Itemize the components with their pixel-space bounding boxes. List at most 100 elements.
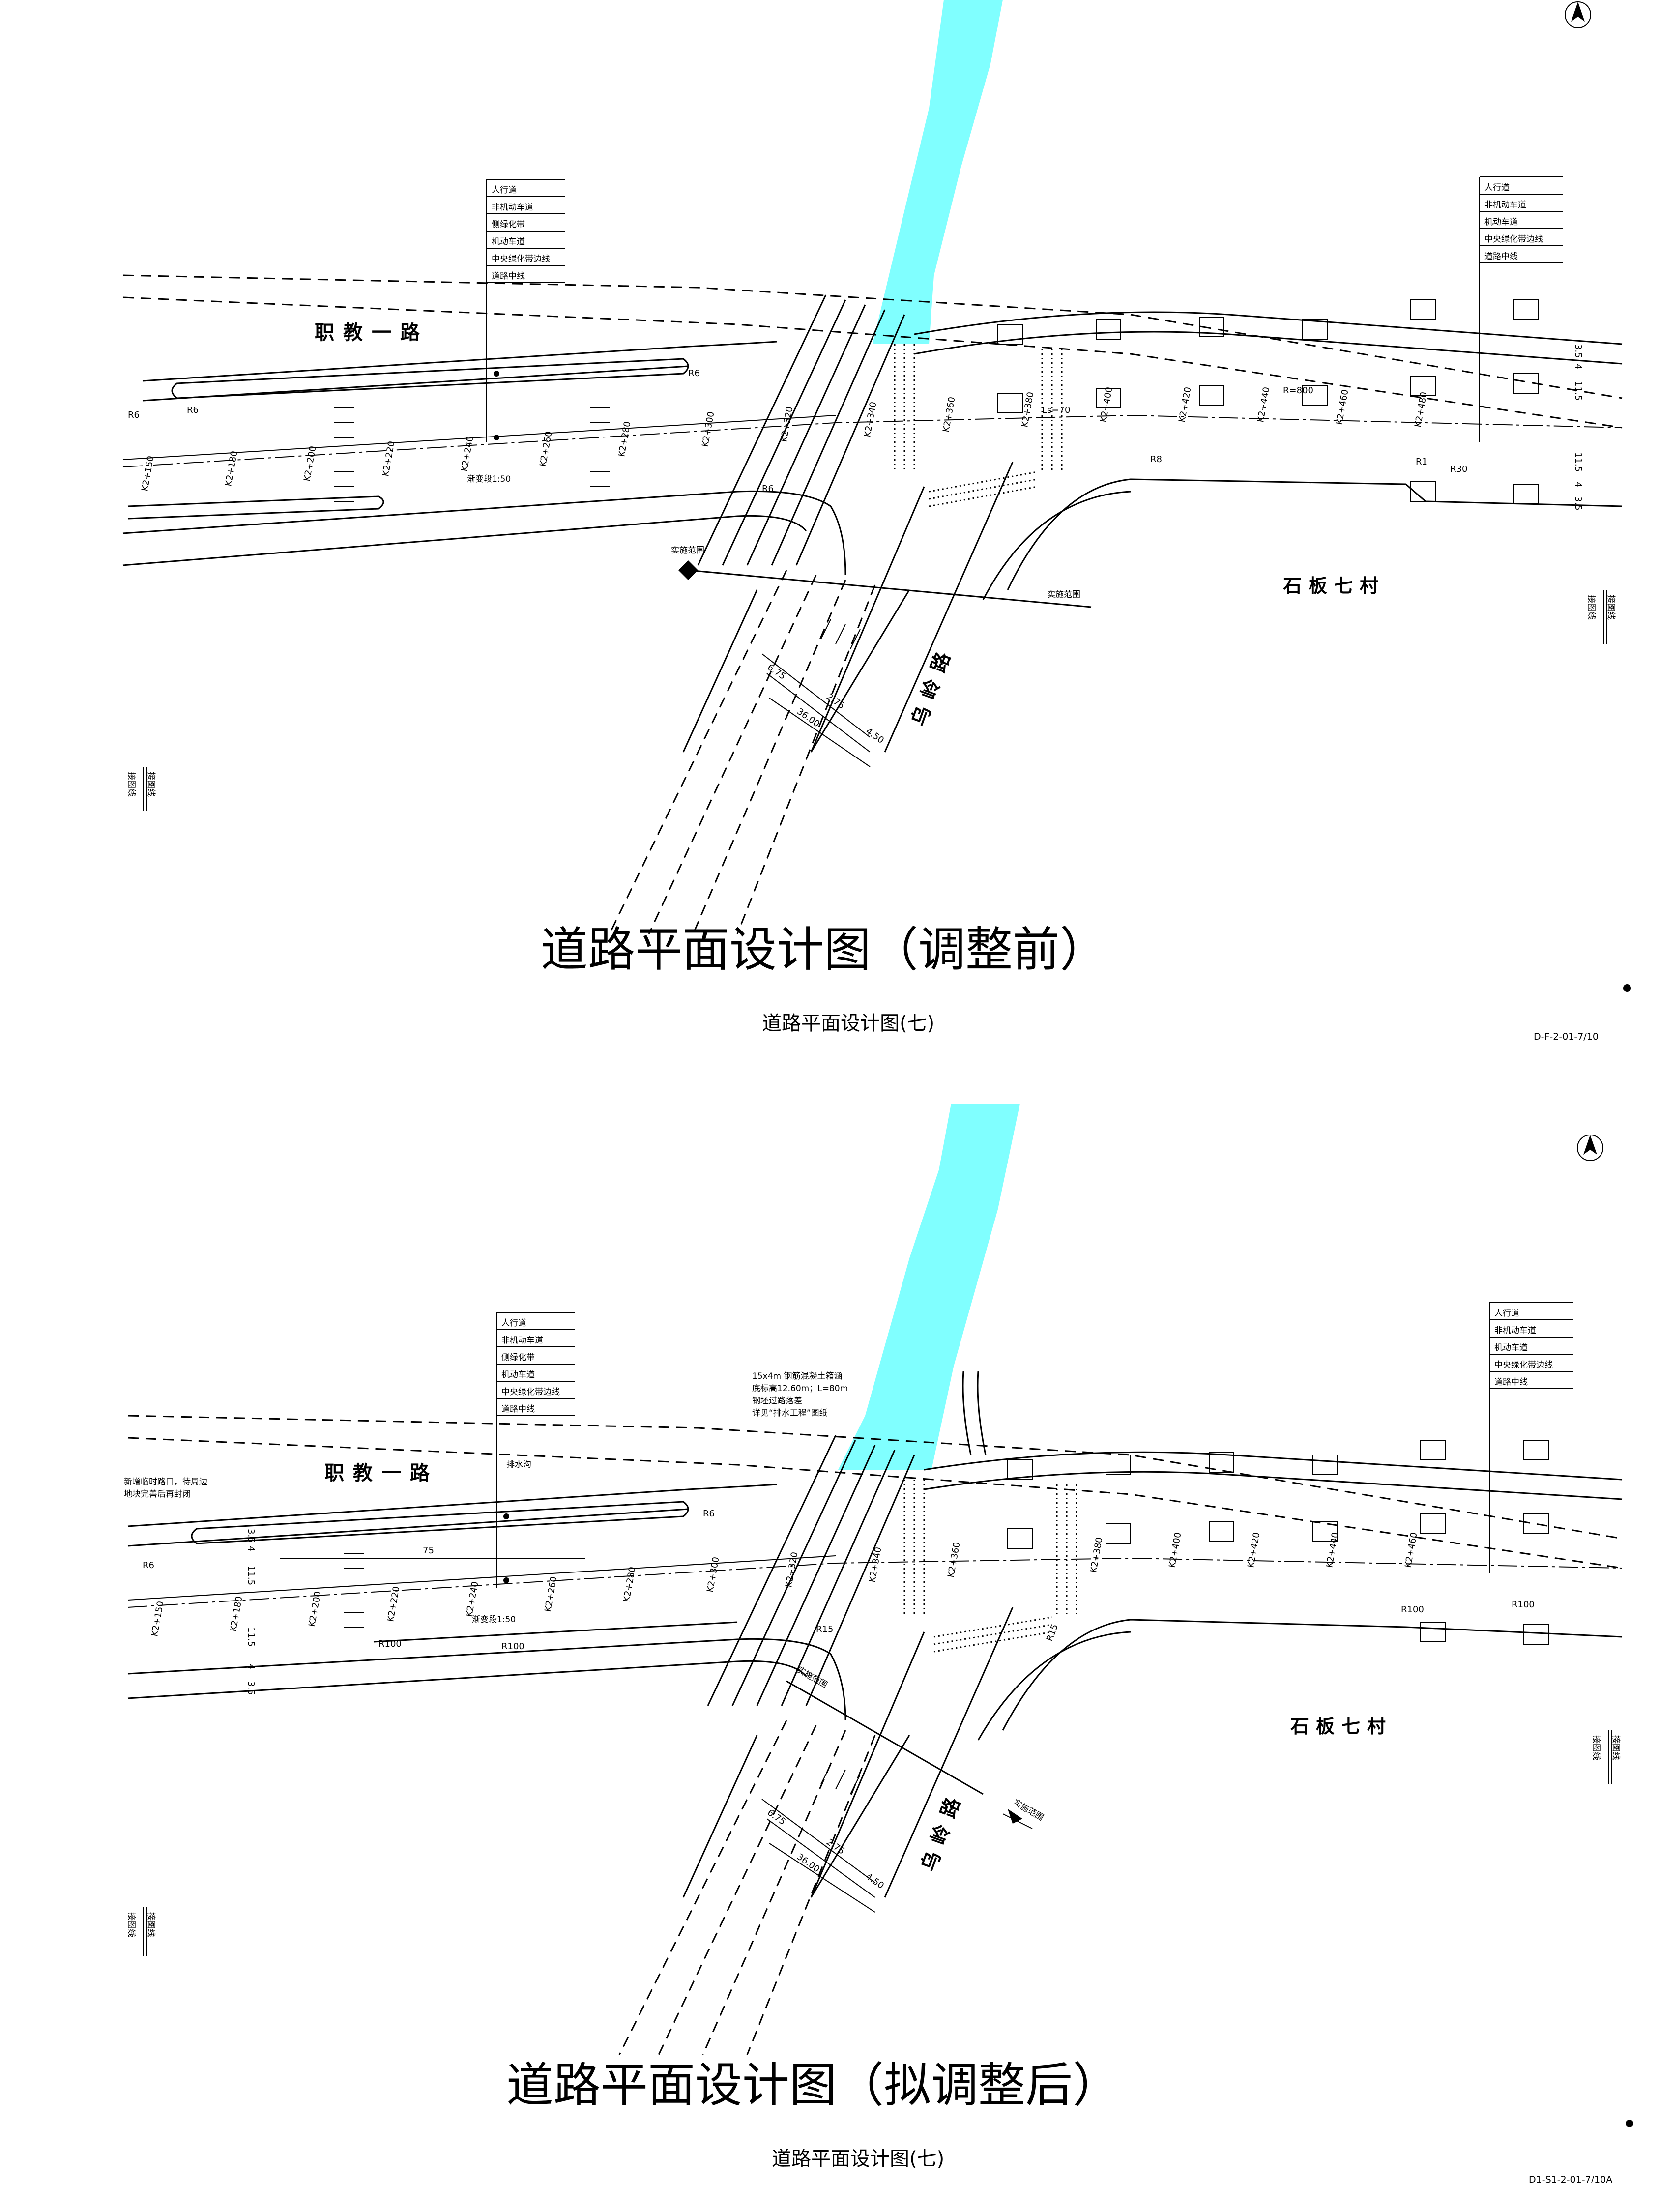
- bottom-ldim-4: 4: [246, 1664, 256, 1669]
- top-stations: K2+150 K2+180 K2+200 K2+220 K2+240 K2+26…: [140, 386, 1429, 492]
- bottom-legend-right: [1489, 1302, 1573, 1573]
- top-station-8: K2+320: [779, 406, 795, 443]
- top-station-7: K2+300: [700, 411, 716, 448]
- bottom-subtitle: 道路平面设计图(七): [772, 2148, 944, 2170]
- bottom-scope-label-1: 实施范围: [795, 1665, 829, 1690]
- bottom-culvert-note-1: 底标高12.60m；L=80m: [752, 1384, 848, 1394]
- bottom-drain-label: 排水沟: [506, 1460, 531, 1470]
- bottom-dim-3: 4.50: [864, 1871, 886, 1891]
- top-station-3: K2+220: [380, 440, 397, 477]
- bottom-match-left-b: 接图线: [146, 1912, 156, 1937]
- bottom-curve-6: R15: [816, 1624, 833, 1634]
- bottom-curve-1: R6: [703, 1509, 715, 1519]
- bottom-transition-note: 渐变段1:50: [472, 1615, 516, 1625]
- top-station-10: K2+360: [941, 396, 957, 433]
- bottom-match-line-left: [143, 1907, 147, 1956]
- top-curve-1: R6: [187, 405, 199, 415]
- top-rdim-1: 4: [1573, 364, 1583, 369]
- top-curve-7: R=800: [1283, 385, 1313, 396]
- top-curve-2: R6: [688, 368, 700, 378]
- top-curve-4: R8: [1150, 454, 1162, 465]
- top-north-arrow-icon: [1565, 1, 1591, 28]
- bottom-station-10: K2+360: [946, 1542, 962, 1578]
- bottom-cross-road: 乌岭路: [917, 1786, 968, 1874]
- top-title: 道路平面设计图（调整前）: [541, 922, 1107, 977]
- bottom-culvert-note-2: 钢坯过路落差: [752, 1396, 802, 1406]
- top-lane-arrows: [334, 407, 861, 649]
- top-legend-left-5: 道路中线: [492, 271, 525, 281]
- top-legend-right-4: 道路中线: [1484, 252, 1518, 262]
- bottom-legend-left: [496, 1312, 575, 1588]
- bottom-legend-right-3: 中央绿化带边线: [1494, 1360, 1553, 1370]
- bottom-drawing-code: D1-S1-2-01-7/10A: [1529, 2174, 1612, 2185]
- bottom-culvert-note-3: 详见“排水工程”图纸: [752, 1408, 828, 1418]
- bottom-legend-left-4: 中央绿化带边线: [501, 1387, 560, 1397]
- top-station-0: K2+150: [140, 455, 156, 492]
- bottom-ldim-5: 3.5: [246, 1681, 256, 1695]
- top-station-12: K2+400: [1098, 386, 1114, 423]
- bottom-legend-left-0: 人行道: [501, 1318, 526, 1328]
- bottom-station-9: K2+340: [867, 1546, 883, 1583]
- top-curve-8: Ls=70: [1042, 405, 1070, 415]
- bottom-station-12: K2+400: [1167, 1532, 1183, 1569]
- bottom-north-arrow-icon: [1577, 1135, 1603, 1161]
- bottom-legend-left-2: 侧绿化带: [501, 1353, 535, 1363]
- bottom-ldim-3: 11.5: [246, 1627, 256, 1647]
- bottom-note-left-0: 新增临时路口，待周边: [124, 1477, 207, 1487]
- bottom-curve-3: R100: [501, 1641, 524, 1652]
- top-legend-left-4: 中央绿化带边线: [492, 254, 550, 264]
- top-curve-0: R6: [128, 410, 140, 420]
- bottom-station-15: K2+460: [1403, 1532, 1419, 1569]
- bottom-lane-arrows: [344, 1553, 861, 1795]
- bottom-legend-left-3: 机动车道: [501, 1370, 535, 1380]
- bottom-curve-4: R100: [1401, 1604, 1424, 1615]
- top-legend-left-2: 侧绿化带: [492, 220, 525, 230]
- top-legend-right-2: 机动车道: [1484, 217, 1518, 227]
- top-subtitle: 道路平面设计图(七): [762, 1012, 934, 1035]
- bottom-station-5: K2+260: [543, 1576, 559, 1613]
- top-station-1: K2+180: [223, 450, 239, 487]
- bottom-station-14: K2+440: [1324, 1532, 1340, 1569]
- bottom-curve-7: R15: [1045, 1623, 1060, 1642]
- top-legend-right-0: 人行道: [1484, 183, 1510, 193]
- top-sheet: 人行道 非机动车道 侧绿化带 机动车道 中央绿化带边线 道路中线 人行道 非机动…: [122, 0, 1631, 1042]
- top-legend-right: [1479, 176, 1563, 442]
- bottom-match-left-a: 接图线: [126, 1912, 136, 1937]
- bottom-match-right-b: 接图线: [1611, 1735, 1621, 1760]
- bottom-pier-symbols: [1007, 1440, 1549, 1645]
- bottom-note-left-1: 地块完善后再封闭: [124, 1489, 191, 1499]
- bottom-station-7: K2+300: [705, 1556, 721, 1593]
- bottom-station-8: K2+320: [784, 1551, 800, 1588]
- top-match-right-a: 接图线: [1586, 595, 1596, 620]
- top-station-4: K2+240: [459, 436, 475, 472]
- bottom-station-13: K2+420: [1246, 1532, 1262, 1569]
- bottom-station-6: K2+280: [621, 1566, 638, 1603]
- bottom-curve-0: R6: [143, 1560, 154, 1571]
- bottom-road-name: 职教一路: [324, 1462, 438, 1484]
- top-match-left-b: 接图线: [146, 772, 156, 797]
- bottom-ldim-2: 11.5: [246, 1566, 256, 1585]
- bottom-curve-5: R100: [1512, 1600, 1535, 1610]
- top-legend-left-3: 机动车道: [492, 237, 525, 247]
- top-dot-icon: [1623, 984, 1631, 992]
- bottom-match-right-a: 接图线: [1591, 1735, 1601, 1760]
- top-legend-right-1: 非机动车道: [1484, 200, 1526, 210]
- top-scope-label-2: 实施范围: [1047, 590, 1080, 600]
- top-station-15: K2+460: [1334, 389, 1350, 426]
- top-scope-label-1: 实施范围: [671, 546, 704, 555]
- bottom-village: 石板七村: [1290, 1716, 1393, 1737]
- top-match-line-right: [1603, 590, 1607, 644]
- top-pier-symbols: [997, 299, 1539, 504]
- bottom-curve-2: R100: [378, 1639, 402, 1649]
- bottom-match-line-right: [1608, 1730, 1612, 1784]
- top-road-name: 职教一路: [315, 321, 429, 344]
- top-legend-left-0: 人行道: [492, 185, 517, 195]
- bottom-culvert-note-0: 15x4m 钢筋混凝土箱涵: [752, 1371, 842, 1381]
- top-dim-3: 4.50: [864, 726, 886, 746]
- top-legend-left: [486, 179, 565, 442]
- top-match-left-a: 接图线: [126, 772, 136, 797]
- top-match-line-left: [143, 767, 147, 811]
- bottom-legend-right-0: 人行道: [1494, 1309, 1519, 1318]
- top-rdim-2: 11.5: [1573, 381, 1583, 401]
- top-rdim-4: 4: [1573, 482, 1583, 487]
